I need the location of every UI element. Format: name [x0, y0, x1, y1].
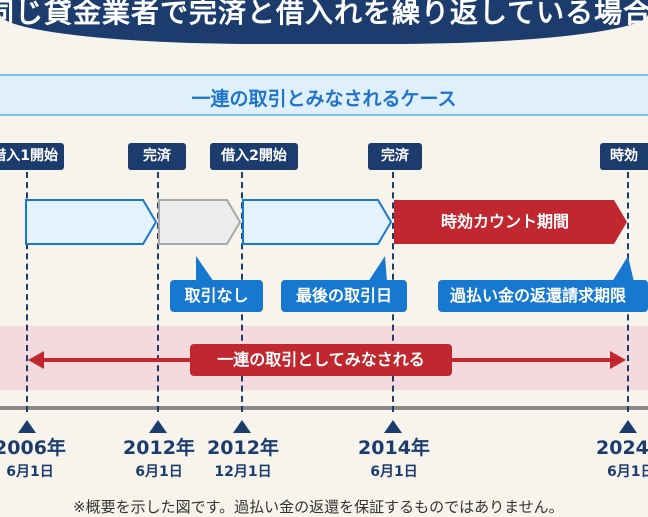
marker-2012-12 — [233, 420, 251, 433]
date-md-2012-06: 6月1日 — [135, 464, 183, 480]
event-line-2012-06 — [157, 172, 159, 412]
callout-pointer-no-transaction — [196, 256, 214, 282]
marker-2006 — [18, 420, 36, 433]
marker-2014 — [384, 420, 402, 433]
event-line-2006 — [26, 172, 28, 412]
callout-no-transaction: 取引なし — [170, 280, 263, 312]
period-statute — [394, 200, 627, 244]
marker-2024 — [619, 420, 637, 433]
callout-pointer-deadline — [612, 256, 634, 282]
span-arrow-head-right — [610, 351, 626, 369]
date-md-2012-12: 12月1日 — [214, 464, 272, 480]
date-year-2012-12: 2012年 — [207, 437, 279, 459]
callout-pointer-last-transaction — [368, 256, 387, 282]
event-label-loan1-start: 借入1開始 — [0, 143, 64, 170]
period-loan2 — [242, 199, 393, 245]
date-md-2014: 6月1日 — [370, 464, 418, 480]
case-header-label: 一連の取引とみなされるケース — [191, 88, 457, 110]
banner-title: 同じ貸金業者で完済と借入れを繰り返している場合 — [0, 0, 648, 29]
case-header: 一連の取引とみなされるケース — [0, 74, 648, 116]
marker-2012-06 — [149, 420, 167, 433]
statute-period-label: 時効カウント期間 — [440, 212, 569, 231]
event-label-statute: 時効 — [600, 143, 648, 170]
date-year-2006: 2006年 — [0, 437, 66, 459]
date-md-2006: 6月1日 — [6, 464, 54, 480]
period-loan1 — [25, 199, 158, 245]
timeline-baseline — [0, 406, 648, 410]
event-label-loan2-start: 借入2開始 — [210, 143, 298, 170]
date-year-2014: 2014年 — [358, 437, 430, 459]
title-banner: 同じ貸金業者で完済と借入れを繰り返している場合 — [0, 0, 648, 44]
period-no-transaction — [158, 199, 242, 245]
footnote: ※概要を示した図です。過払い金の返還を保証するものではありません。 — [73, 498, 564, 516]
event-label-repaid-1: 完済 — [128, 143, 186, 170]
continuous-transaction-label: 一連の取引としてみなされる — [190, 344, 452, 376]
callout-last-transaction: 最後の取引日 — [281, 280, 407, 312]
event-label-repaid-2: 完済 — [368, 143, 422, 170]
date-year-2012-06: 2012年 — [123, 437, 195, 459]
date-md-2024: 6月1日 — [607, 464, 648, 480]
callout-refund-deadline: 過払い金の返還請求期限 — [438, 280, 648, 312]
date-year-2024: 2024年 — [596, 437, 648, 459]
span-arrow-head-left — [28, 351, 44, 369]
